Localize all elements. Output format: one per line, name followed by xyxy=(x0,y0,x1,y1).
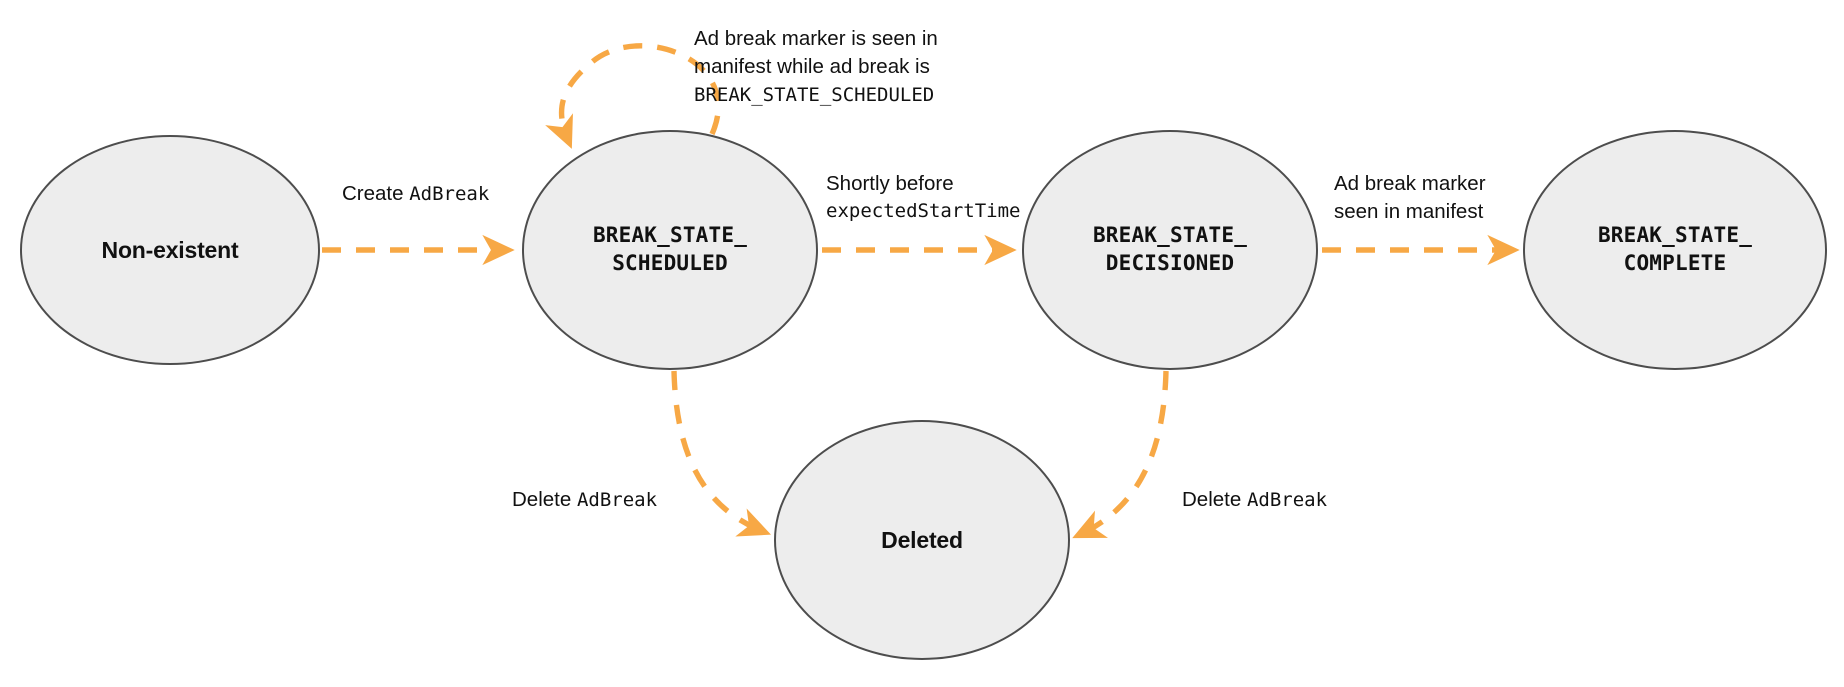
edge-label-code: BREAK_STATE_SCHEDULED xyxy=(694,83,935,106)
edge-label-code: AdBreak xyxy=(1246,489,1328,511)
state-node-label: BREAK_STATE_ SCHEDULED xyxy=(592,223,748,275)
state-node-label: Deleted xyxy=(881,526,963,553)
edge-label-text: Delete xyxy=(512,488,577,511)
edge-label-scheduled-to-deleted: Delete AdBreak xyxy=(512,486,657,514)
state-node-label: BREAK_STATE_ DECISIONED xyxy=(1092,223,1248,275)
edge-label-scheduled-to-decisioned: Shortly before expectedStartTime xyxy=(826,170,1020,225)
edge-label-text: Create xyxy=(342,182,410,205)
state-node-non-existent[interactable]: Non-existent xyxy=(20,135,320,365)
state-node-break-state-decisioned[interactable]: BREAK_STATE_ DECISIONED xyxy=(1022,130,1318,370)
edge-label-code: AdBreak xyxy=(576,489,658,511)
edge-label-decisioned-to-complete: Ad break marker seen in manifest xyxy=(1334,170,1486,227)
edge-label-code: expectedStartTime xyxy=(826,200,1021,223)
edge-label-self-loop-scheduled: Ad break marker is seen in manifest whil… xyxy=(694,25,938,108)
state-node-label: BREAK_STATE_ COMPLETE xyxy=(1597,223,1753,275)
edge-self-loop-scheduled xyxy=(545,43,721,149)
edge-scheduled-to-deleted xyxy=(671,370,772,537)
edge-label-text: manifest while ad break is xyxy=(694,55,930,79)
edge-label-code: AdBreak xyxy=(409,183,490,205)
edge-label-decisioned-to-deleted: Delete AdBreak xyxy=(1182,486,1327,514)
edge-label-text: Ad break marker xyxy=(1334,172,1486,195)
edge-label-text: Ad break marker is seen in xyxy=(694,27,938,50)
edge-label-text: Shortly before xyxy=(826,172,954,195)
state-node-break-state-complete[interactable]: BREAK_STATE_ COMPLETE xyxy=(1523,130,1827,370)
state-node-deleted[interactable]: Deleted xyxy=(774,420,1070,660)
edge-label-text: Delete xyxy=(1182,488,1247,511)
state-node-break-state-scheduled[interactable]: BREAK_STATE_ SCHEDULED xyxy=(522,130,818,370)
edge-label-text: seen in manifest xyxy=(1334,200,1484,224)
edge-label-create-adbreak: Create AdBreak xyxy=(342,180,489,208)
edge-decisioned-to-deleted xyxy=(1072,370,1169,539)
state-node-label: Non-existent xyxy=(101,236,239,263)
